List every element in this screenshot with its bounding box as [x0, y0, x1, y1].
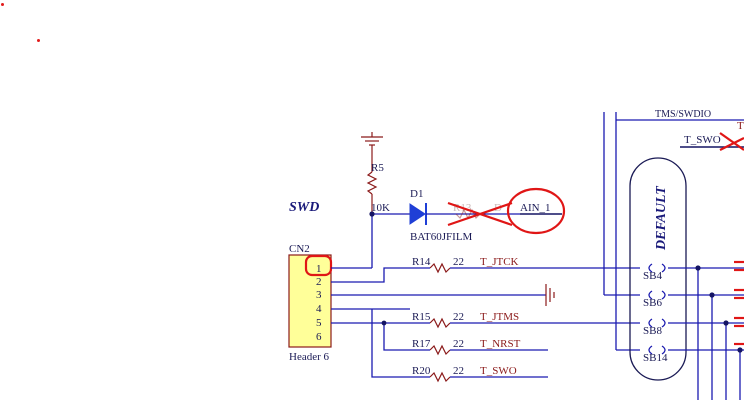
- net-jtck: T_JTCK: [480, 256, 519, 268]
- connector-value: Header 6: [289, 351, 330, 363]
- resistor-r17: [429, 344, 451, 356]
- junction-r5: [369, 211, 375, 217]
- bridge-output-wires: [668, 267, 744, 400]
- net-ain-label: AIN_1: [520, 202, 551, 214]
- pin-1: 1: [316, 263, 322, 275]
- r14-ref: R14: [412, 256, 431, 268]
- pin-6: 6: [316, 331, 322, 343]
- resistor-r15: [429, 317, 451, 329]
- resistor-r20: [429, 371, 451, 383]
- r5-value: 10K: [371, 202, 390, 214]
- annotation-cross-top-right: [719, 132, 744, 151]
- net-top-cut: TMS/SWDIO: [655, 109, 711, 120]
- net-swo: T_SWO: [480, 365, 517, 377]
- net-nrst: T_NRST: [480, 338, 521, 350]
- bridge-junctions: [695, 265, 743, 353]
- annotation-marks-right: [734, 260, 744, 346]
- r15-value: 22: [453, 311, 464, 323]
- sb6-label: SB6: [643, 297, 662, 309]
- r15-ref: R15: [412, 311, 431, 323]
- pin-4: 4: [316, 303, 322, 315]
- solder-bridge-arcs: [648, 263, 666, 355]
- net-swo-top: T_SWO: [684, 134, 721, 146]
- ground-symbol-pin3: [545, 284, 555, 306]
- sb4-label: SB4: [643, 270, 662, 282]
- diode-value: BAT60JFILM: [410, 231, 473, 243]
- default-group-outline: [629, 157, 687, 381]
- pin-2: 2: [316, 276, 322, 288]
- annotation-cross: [447, 201, 513, 227]
- annotation-dot-1: [1, 3, 4, 6]
- pin-3: 3: [316, 289, 322, 301]
- annotation-circle-ain: [506, 187, 566, 235]
- r20-ref: R20: [412, 365, 431, 377]
- r5-ref: R5: [371, 162, 384, 174]
- connector-pins: 1 2 3 4 5 6: [316, 263, 322, 343]
- r17-value: 22: [453, 338, 464, 350]
- section-title: SWD: [289, 200, 319, 215]
- annotation-circle-pin1: [304, 254, 333, 277]
- ground-symbol-top: [361, 132, 383, 146]
- resistor-r5: [366, 171, 378, 195]
- r17-ref: R17: [412, 338, 431, 350]
- net-jtms: T_JTMS: [480, 311, 519, 323]
- sb8-label: SB8: [643, 325, 662, 337]
- r20-value: 22: [453, 365, 464, 377]
- connector-cn2-body: [288, 254, 332, 348]
- default-group-label: DEFAULT: [654, 185, 669, 251]
- resistor-r14: [429, 262, 451, 274]
- pin-wires: [331, 267, 546, 378]
- connector-ref: CN2: [289, 243, 310, 255]
- r14-value: 22: [453, 256, 464, 268]
- diode-ref: D1: [410, 188, 423, 200]
- pin-5: 5: [316, 317, 322, 329]
- net-top-right-cut: T: [737, 120, 744, 132]
- sb14-label: SB14: [643, 352, 668, 364]
- junction-pin5: [381, 320, 387, 326]
- annotation-dot-2: [37, 39, 40, 42]
